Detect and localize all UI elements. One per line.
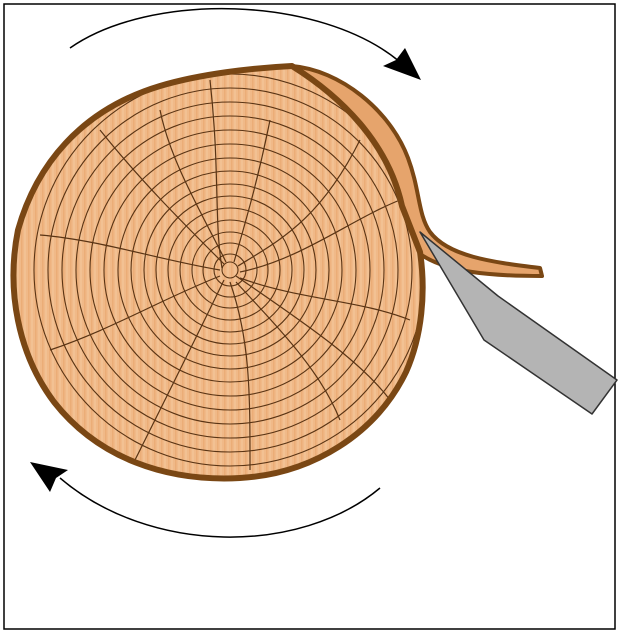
diagram-frame	[0, 0, 619, 633]
rotary-peeling-diagram	[0, 0, 619, 633]
